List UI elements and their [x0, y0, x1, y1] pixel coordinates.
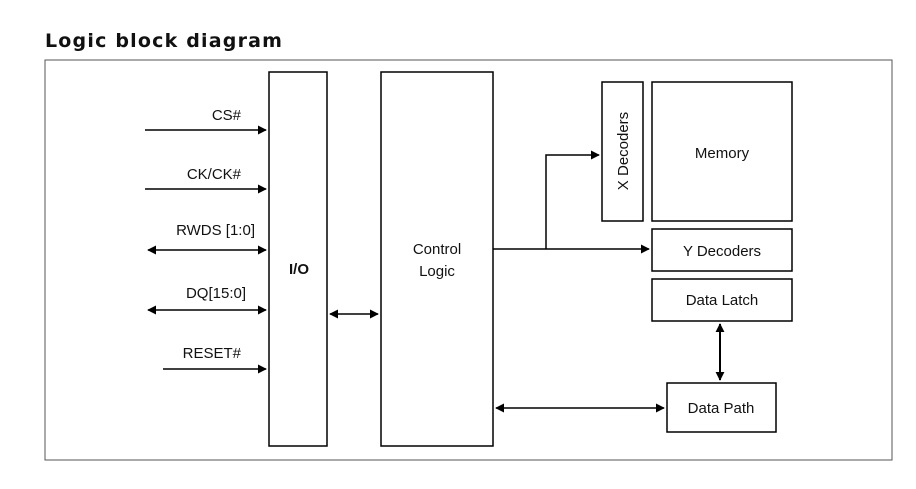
- x-decoders-block: [601, 81, 644, 222]
- page-title: Logic block diagram: [45, 30, 284, 52]
- y-decoders-label: Y Decoders: [683, 243, 761, 260]
- cs-label: CS#: [212, 107, 242, 124]
- data-path-block: [666, 382, 777, 433]
- io-block: [268, 71, 328, 447]
- data-path-label: Data Path: [688, 400, 755, 417]
- control-logic-label-line2: Logic: [419, 263, 455, 280]
- y-decoders-block: [651, 228, 793, 272]
- dq-label: DQ[15:0]: [186, 285, 246, 302]
- x-decoders-label: X Decoders: [615, 112, 632, 190]
- control-logic-label-line1: Control: [413, 241, 461, 258]
- data-latch-block: [651, 278, 793, 322]
- reset-label: RESET#: [183, 345, 242, 362]
- data-latch-label: Data Latch: [686, 292, 759, 309]
- io-label: I/O: [289, 261, 309, 278]
- ck-label: CK/CK#: [187, 166, 242, 183]
- rwds-label: RWDS [1:0]: [176, 222, 255, 239]
- memory-block: [651, 81, 793, 222]
- diagram-frame: [44, 59, 893, 461]
- memory-label: Memory: [695, 145, 750, 162]
- control-to-x-decoders-arrow: [545, 150, 600, 249]
- control-logic-block: [380, 71, 494, 447]
